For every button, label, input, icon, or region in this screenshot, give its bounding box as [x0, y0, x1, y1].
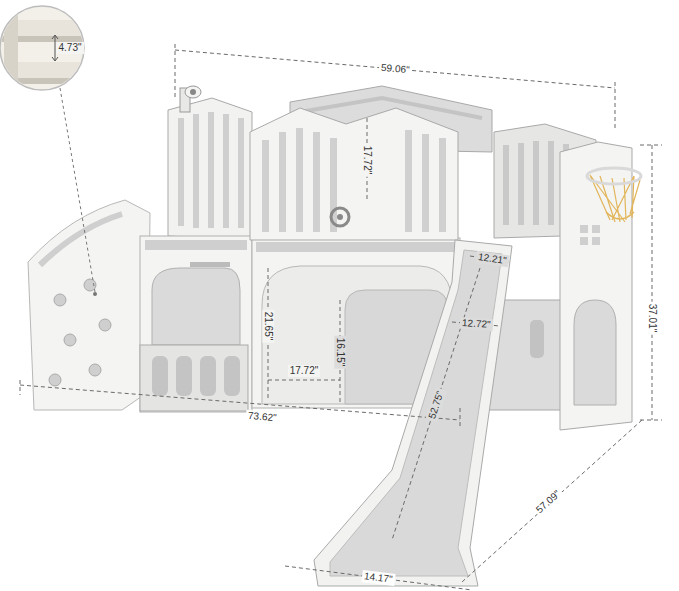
- left-tower-fence-part: [190, 89, 196, 95]
- dimension-label: 12.72": [459, 317, 492, 331]
- left-tower-fence: [168, 86, 252, 240]
- dimension-label: 37.01": [646, 302, 658, 335]
- dimension-label: 14.17": [361, 570, 395, 586]
- right-tower-part: [580, 237, 588, 245]
- climber-ramp-part: [54, 294, 66, 306]
- left-tower-fence-part: [208, 112, 214, 228]
- slide: [314, 240, 512, 586]
- base-left-wall-part: [200, 356, 216, 396]
- step-inset-part-part: [4, 10, 18, 90]
- front-house-panel-part: [279, 132, 286, 232]
- left-tower-fence-part: [223, 114, 229, 228]
- dimension-label: 59.06": [378, 62, 412, 77]
- base-left-wall-part: [145, 240, 247, 250]
- step-inset: [0, 6, 97, 296]
- step-inset-part-part: [0, 78, 90, 84]
- slide-part: [330, 250, 502, 576]
- right-tower-part: [574, 300, 616, 405]
- right-tower-fence-part: [518, 143, 524, 225]
- left-tower-fence-part: [193, 114, 199, 228]
- front-house-panel-part: [296, 128, 303, 232]
- tunnel-arch-part: [256, 242, 456, 252]
- climber-ramp-part: [89, 364, 101, 376]
- base-left-wall-part: [152, 356, 168, 396]
- dimension-label: 52.75": [425, 388, 446, 423]
- front-house-panel-part: [262, 140, 269, 232]
- dimension-label: 73.62": [245, 410, 278, 425]
- dimension-label: 12.21": [475, 251, 509, 267]
- dimension-lines-part: [652, 145, 653, 420]
- left-tower-fence-part: [178, 118, 184, 226]
- dimension-lines-part: [20, 385, 460, 420]
- right-tower-part: [580, 225, 588, 233]
- right-tower-part: [530, 320, 544, 358]
- left-tower-fence-part: [168, 98, 252, 240]
- front-house-panel: [250, 108, 458, 240]
- front-house-panel-part: [331, 208, 349, 226]
- step-inset-part: [93, 292, 97, 296]
- front-house-panel-part: [422, 134, 429, 232]
- dimension-lines-part: [175, 44, 615, 130]
- dimension-lines-part: [462, 420, 642, 582]
- basketball-hoop: [587, 168, 641, 222]
- front-house-panel-part: [313, 132, 320, 232]
- left-tower-fence-part: [185, 86, 201, 98]
- front-house-panel-part: [250, 108, 458, 240]
- front-house-panel-part: [337, 214, 343, 220]
- dimension-lines-part: [175, 50, 615, 88]
- base-left-wall: [140, 236, 252, 412]
- base-left-wall-part: [140, 345, 248, 411]
- right-tower-fence-part: [503, 145, 509, 225]
- step-inset-part: [0, 10, 90, 90]
- right-tower-fence-part: [548, 141, 554, 225]
- slide-part: [314, 240, 512, 586]
- climber-ramp-part: [64, 334, 76, 346]
- dimension-lines-part: [268, 380, 340, 381]
- dimension-lines-part: [392, 268, 480, 540]
- front-house-panel-part: [439, 138, 446, 232]
- dimension-lines: [20, 44, 662, 590]
- basketball-hoop-part: [606, 212, 634, 219]
- base-left-wall-part: [224, 356, 240, 396]
- dimension-lines-part: [20, 380, 460, 428]
- base-left-wall-part: [190, 262, 230, 267]
- step-inset-part: [60, 88, 95, 292]
- base-left-wall-part: [152, 268, 240, 345]
- climber-ramp-part: [99, 319, 111, 331]
- dimension-lines-part: [285, 566, 472, 590]
- base-left-wall-part: [140, 236, 252, 412]
- base-left-wall-part: [176, 356, 192, 396]
- dimension-lines-part: [640, 145, 662, 420]
- dimension-label: 17.72": [288, 365, 321, 377]
- right-tower-part: [592, 225, 600, 233]
- right-tower-part: [592, 237, 600, 245]
- dimension-label: 4.73": [56, 42, 83, 54]
- climber-ramp-part: [28, 200, 150, 410]
- basketball-hoop-part: [587, 168, 641, 184]
- right-tower-fence-part: [533, 141, 539, 225]
- dimension-label: 57.09": [532, 487, 564, 518]
- climber-ramp-part: [49, 374, 61, 386]
- dimension-label: 17.72": [361, 144, 373, 177]
- climber-ramp-part: [40, 214, 122, 265]
- front-house-panel-part: [405, 130, 412, 232]
- climber-ramp: [28, 200, 150, 410]
- dimension-label: 21.65": [262, 310, 274, 343]
- left-tower-fence-part: [238, 118, 244, 228]
- dimension-label: 16.15": [334, 336, 346, 369]
